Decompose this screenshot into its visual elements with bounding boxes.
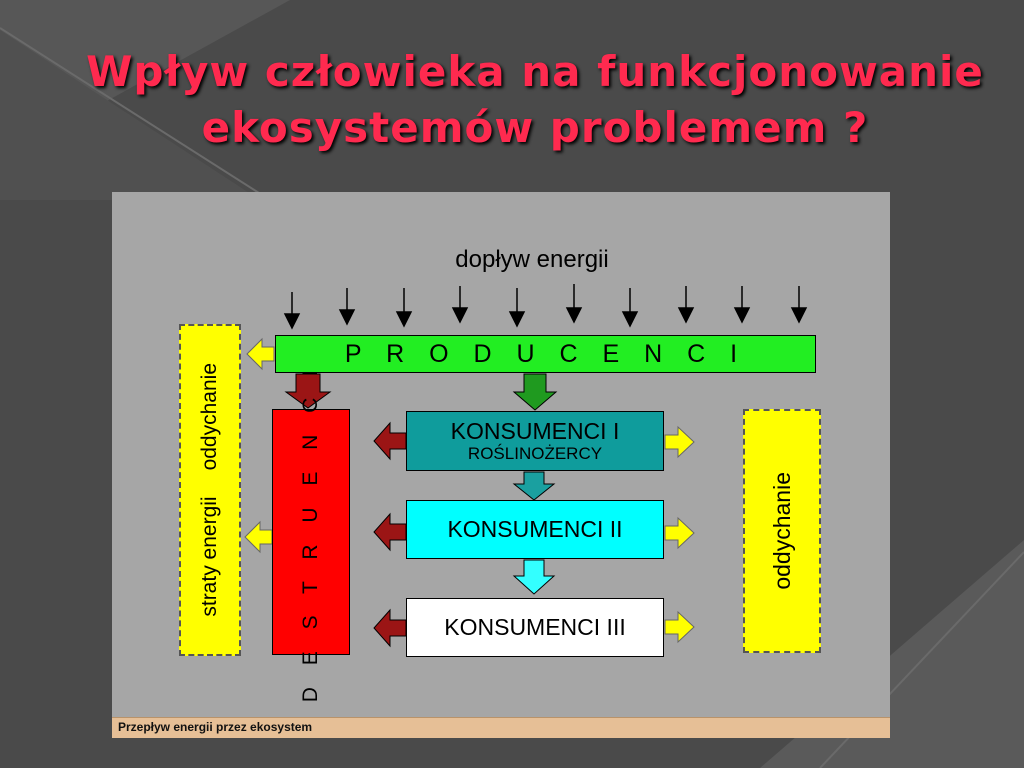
caption-bar: Przepływ energii przez ekosystem: [112, 717, 890, 738]
consumers-1-label: KONSUMENCI I: [450, 418, 620, 444]
consumers-3-box: KONSUMENCI III: [406, 598, 664, 657]
arrow-consumers-1-decomposers: [373, 421, 407, 461]
consumers-3-label: KONSUMENCI III: [444, 614, 626, 640]
energy-loss-text: straty energii oddychanie: [198, 363, 222, 617]
arrow-consumers-2-3: [512, 559, 556, 595]
energy-loss-label: straty energii: [198, 496, 221, 617]
energy-inflow-arrows: [283, 284, 808, 330]
respiration-right-label: oddychanie: [768, 472, 795, 590]
decomposers-box: D E S T R U E N C I: [272, 362, 350, 702]
energy-flow-diagram: dopływ energii P R O D U C E N C I D E S…: [112, 192, 890, 738]
consumers-2-label: KONSUMENCI II: [447, 516, 623, 542]
arrow-consumers-3-respiration: [664, 610, 695, 644]
arrow-decomposers-energy-loss: [244, 520, 273, 554]
respiration-box: oddychanie: [743, 409, 821, 653]
arrow-consumers-1-respiration: [664, 425, 695, 459]
caption-text: Przepływ energii przez ekosystem: [118, 720, 313, 734]
respiration-left-label: oddychanie: [198, 363, 221, 471]
arrow-consumers-1-2: [512, 471, 556, 501]
arrow-producers-decomposers: [284, 373, 332, 409]
consumers-2-box: KONSUMENCI II: [406, 500, 664, 559]
energy-inflow-label: dopływ energii: [455, 246, 609, 273]
arrow-consumers-3-decomposers: [373, 608, 407, 648]
consumers-1-box: KONSUMENCI I ROŚLINOŻERCY: [406, 411, 664, 471]
arrow-producers-consumers-1: [512, 373, 558, 411]
slide-title: Wpływ człowieka na funkcjonowanie ekosys…: [40, 44, 1024, 156]
arrow-consumers-2-decomposers: [373, 512, 407, 552]
arrow-consumers-2-respiration: [664, 516, 695, 550]
arrow-producers-respiration: [246, 337, 275, 371]
producers-box: P R O D U C E N C I: [275, 335, 816, 373]
consumers-1-sublabel: ROŚLINOŻERCY: [467, 444, 603, 463]
producers-label: P R O D U C E N C I: [344, 339, 747, 368]
energy-loss-box: straty energii oddychanie: [179, 324, 241, 656]
title-line-1: Wpływ człowieka na funkcjonowanie: [86, 47, 984, 96]
decomposers-label: D E S T R U E N C I: [299, 361, 322, 703]
diagram-arrows: [244, 284, 808, 648]
title-line-2: ekosystemów problemem ?: [201, 103, 869, 152]
